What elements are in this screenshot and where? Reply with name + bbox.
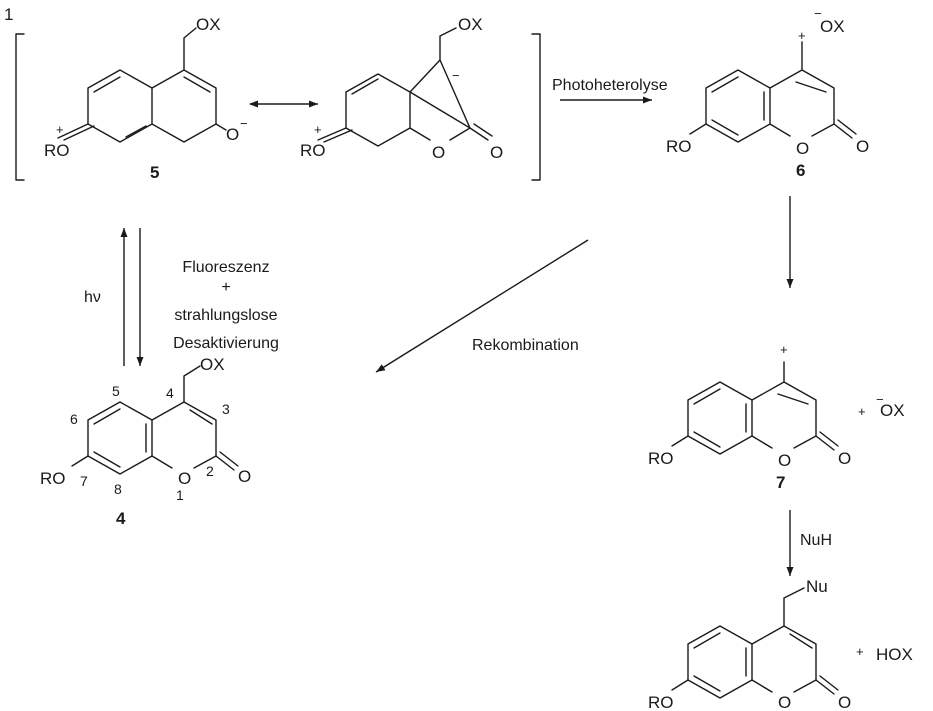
plus-charge: +	[56, 122, 64, 137]
compound-5-id: 5	[150, 163, 159, 182]
structure-cyclopropane-intermediate: RO + O O − OX	[300, 15, 503, 162]
photoheterolysis-label: Photoheterolyse	[552, 77, 668, 94]
hv-label: hν	[84, 289, 101, 306]
ring-number-4: 4	[166, 385, 174, 401]
ro-label: RO	[40, 469, 66, 488]
plus-charge: +	[798, 28, 806, 43]
o-label: O	[226, 125, 239, 144]
fluorescence-label: Fluoreszenz	[182, 259, 269, 276]
plus-charge: +	[780, 342, 788, 357]
ro-label: RO	[44, 141, 70, 160]
ring-number-3: 3	[222, 401, 230, 417]
o-label: O	[856, 137, 869, 156]
recombination-label: Rekombination	[472, 337, 579, 354]
ro-label: RO	[300, 141, 326, 160]
o-label: O	[238, 467, 251, 486]
ring-number-6: 6	[70, 411, 78, 427]
ring-number-2: 2	[206, 463, 214, 479]
nu-label: Nu	[806, 577, 828, 596]
minus-charge: −	[452, 68, 460, 83]
compound-6-id: 6	[796, 161, 805, 180]
radiationless-label: strahlungslose	[174, 307, 277, 324]
minus-charge: −	[240, 116, 248, 131]
figure-label: 1	[4, 5, 13, 24]
compound-4-id: 4	[116, 509, 126, 528]
byproduct-plus: +	[858, 404, 866, 419]
minus-charge: −	[814, 6, 822, 21]
o-label: O	[178, 469, 191, 488]
o-label: O	[796, 139, 809, 158]
o-label: O	[490, 143, 503, 162]
o-label: O	[778, 451, 791, 470]
ring-number-1: 1	[176, 487, 184, 503]
ring-number-5: 5	[112, 383, 120, 399]
o-label: O	[838, 693, 851, 711]
structure-5: RO + O − OX 5	[44, 15, 248, 182]
minus-charge: −	[876, 392, 884, 407]
structure-4: RO O O OX 1 2 3 4 5 6 7 8 4	[40, 355, 251, 528]
o-label: O	[778, 693, 791, 711]
structure-7: RO O O + 7	[648, 342, 851, 492]
plus-charge: +	[314, 122, 322, 137]
ro-label: RO	[648, 693, 674, 711]
ox-label: OX	[820, 17, 845, 36]
structure-6: RO O O + − OX 6	[666, 6, 869, 180]
ro-label: RO	[648, 449, 674, 468]
ring-number-7: 7	[80, 473, 88, 489]
byproduct-plus: +	[856, 644, 864, 659]
o-label: O	[838, 449, 851, 468]
o-label: O	[432, 143, 445, 162]
hox-label: HOX	[876, 645, 913, 664]
ox-label: OX	[200, 355, 225, 374]
plus-label: +	[221, 279, 230, 296]
ro-label: RO	[666, 137, 692, 156]
recombination-arrow	[375, 239, 589, 373]
nucleophile-label: NuH	[800, 532, 832, 549]
ox-anion-label: OX	[880, 401, 905, 420]
resonance-bracket	[15, 33, 541, 181]
compound-7-id: 7	[776, 473, 785, 492]
ox-label: OX	[458, 15, 483, 34]
ring-number-8: 8	[114, 481, 122, 497]
structure-8: RO O O Nu 8	[648, 577, 851, 711]
deactivation-label: Desaktivierung	[173, 335, 279, 352]
ox-label: OX	[196, 15, 221, 34]
